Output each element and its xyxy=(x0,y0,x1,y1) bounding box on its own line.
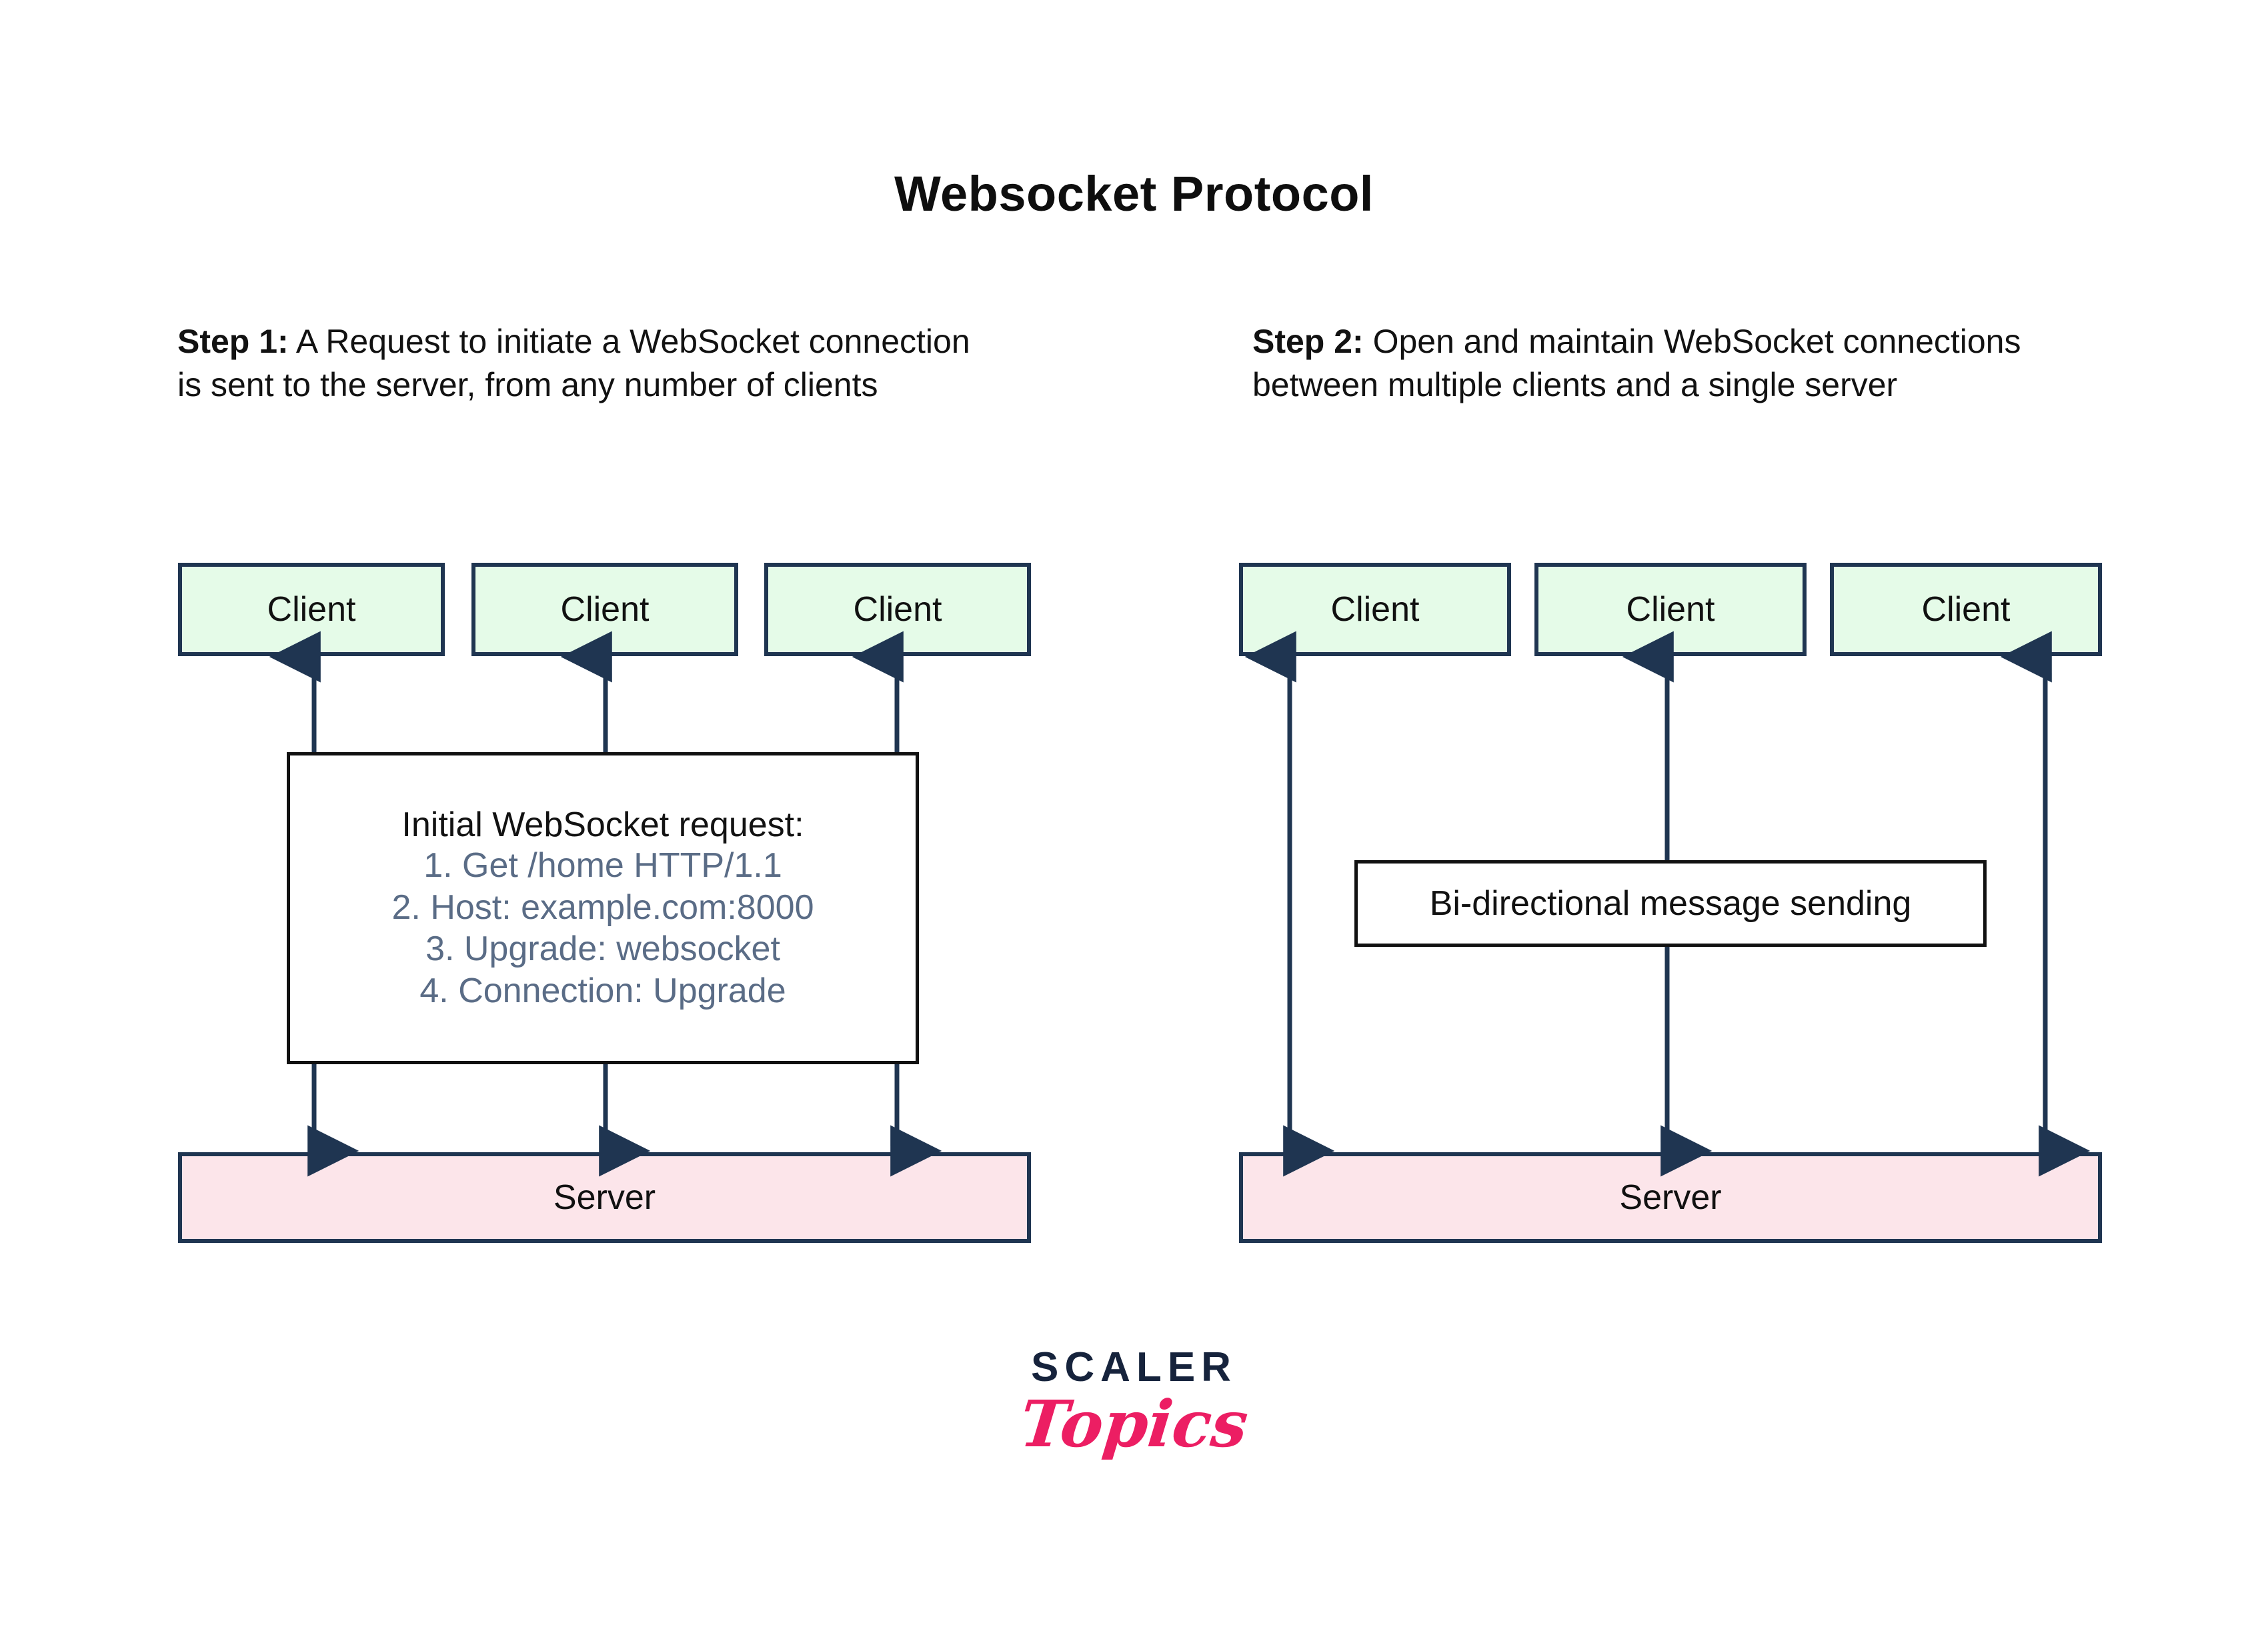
step-1-text: A Request to initiate a WebSocket connec… xyxy=(177,323,970,403)
node-label: Client xyxy=(267,590,356,629)
step-1-client-2[interactable]: Client xyxy=(471,563,738,656)
step-1-client-3[interactable]: Client xyxy=(764,563,1031,656)
node-label: Server xyxy=(553,1178,656,1217)
step-1-up-arrows xyxy=(269,631,904,755)
step-1-server[interactable]: Server xyxy=(178,1152,1031,1243)
request-box-line-2: 2. Host: example.com:8000 xyxy=(391,888,814,927)
step-1-caption: Step 1: A Request to initiate a WebSocke… xyxy=(177,320,998,407)
step-1-down-arrows xyxy=(307,1062,942,1177)
step-2-server[interactable]: Server xyxy=(1239,1152,2102,1243)
scaler-topics-logo: SCALER Topics xyxy=(0,1344,2268,1462)
request-box-line-3: 3. Upgrade: websocket xyxy=(425,930,780,969)
step-2-client-1[interactable]: Client xyxy=(1239,563,1511,656)
node-label: Client xyxy=(1921,590,2011,629)
request-box-title: Initial WebSocket request: xyxy=(401,805,804,845)
logo-topics-wordmark: Topics xyxy=(1016,1386,1252,1462)
step-2-client-2[interactable]: Client xyxy=(1534,563,1807,656)
step-2-caption: Step 2: Open and maintain WebSocket conn… xyxy=(1252,320,2039,407)
step-2-bidirectional-box: Bi-directional message sending xyxy=(1354,860,1987,947)
bidirectional-label: Bi-directional message sending xyxy=(1429,884,1912,923)
step-1-client-1[interactable]: Client xyxy=(178,563,445,656)
step-2-lead: Step 2: xyxy=(1252,323,1364,360)
request-box-line-1: 1. Get /home HTTP/1.1 xyxy=(423,846,782,886)
step-1-request-box: Initial WebSocket request: 1. Get /home … xyxy=(287,752,919,1064)
page-title: Websocket Protocol xyxy=(894,166,1374,221)
node-label: Server xyxy=(1619,1178,1722,1217)
step-2-text: Open and maintain WebSocket connections … xyxy=(1252,323,2021,403)
logo-scaler-wordmark: SCALER xyxy=(1031,1344,1237,1390)
step-1-lead: Step 1: xyxy=(177,323,289,360)
step-2-client-3[interactable]: Client xyxy=(1830,563,2102,656)
node-label: Client xyxy=(1330,590,1420,629)
node-label: Client xyxy=(853,590,942,629)
node-label: Client xyxy=(1626,590,1715,629)
request-box-line-4: 4. Connection: Upgrade xyxy=(419,971,786,1010)
node-label: Client xyxy=(560,590,650,629)
